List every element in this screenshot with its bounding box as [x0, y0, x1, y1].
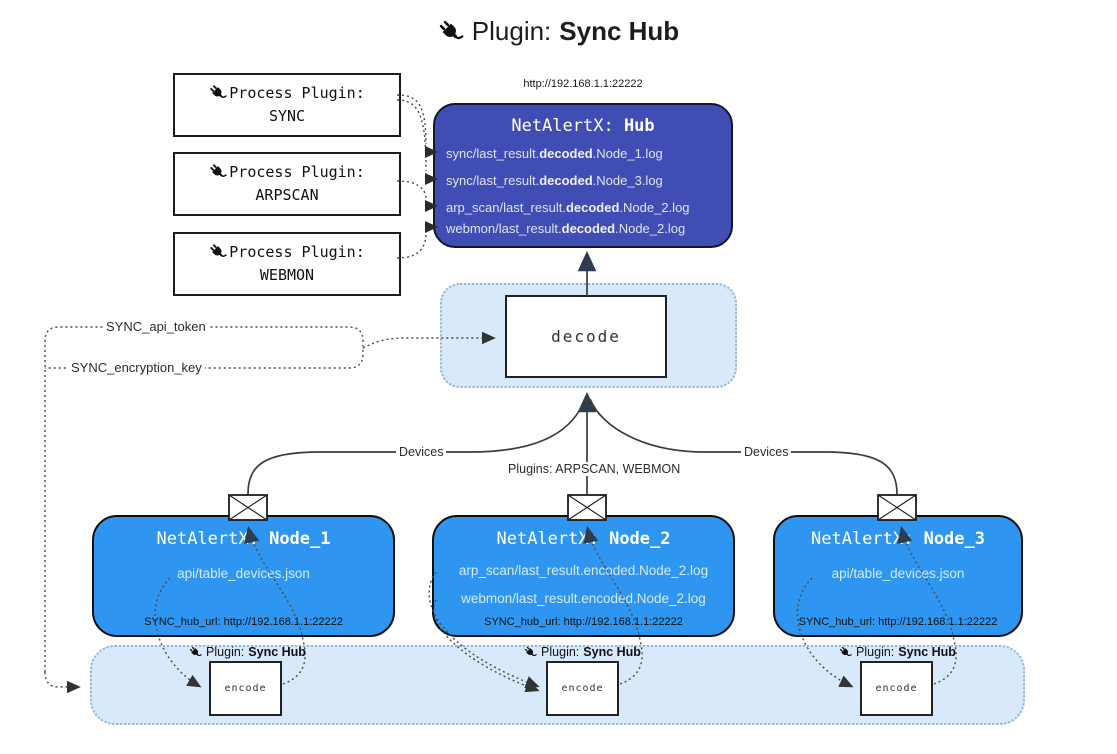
decode-label: decode — [551, 327, 621, 346]
node-title: NetAlertX: Node_1 — [156, 529, 331, 549]
process-plugin-sync: Process Plugin: SYNC — [173, 73, 401, 137]
hub-log-line: sync/last_result.decoded.Node_1.log — [446, 146, 663, 161]
node-title: NetAlertX: Node_3 — [810, 529, 985, 549]
sync-api-token-label: SYNC_api_token — [103, 319, 209, 334]
node-hub-url: SYNC_hub_url: http://192.168.1.1:22222 — [798, 616, 998, 628]
decode-box: decode — [505, 295, 667, 378]
devices-label-right: Devices — [741, 445, 792, 459]
hub-log-line: arp_scan/last_result.decoded.Node_2.log — [446, 200, 690, 215]
node-hub-url: SYNC_hub_url: http://192.168.1.1:22222 — [484, 616, 683, 628]
plugins-mid-label: Plugins: ARPSCAN, WEBMON — [505, 462, 684, 476]
page-title-prefix: Plugin: — [471, 16, 552, 46]
node-file: webmon/last_result.encoded.Node_2.log — [461, 591, 706, 606]
edge-settings-to-encode-panel — [44, 671, 81, 694]
sync-encryption-key-label: SYNC_encryption_key — [68, 360, 205, 375]
devices-label-left: Devices — [396, 445, 447, 459]
process-plugin-label: Process Plugin: — [229, 242, 365, 261]
process-plugin-name: SYNC — [268, 107, 306, 125]
edge-sync-to-hub-1 — [396, 94, 427, 145]
node-file: arp_scan/last_result.encoded.Node_2.log — [458, 563, 709, 578]
plug-icon — [438, 19, 464, 45]
process-plugin-arpscan: Process Plugin: ARPSCAN — [173, 152, 401, 216]
process-plugin-label: Process Plugin: — [229, 83, 365, 102]
process-plugin-label: Process Plugin: — [229, 162, 365, 181]
edge-webmon-to-hub — [396, 234, 427, 259]
encode-label: encode — [561, 683, 604, 694]
plug-icon — [189, 646, 202, 659]
sync-hub-badge: Plugin: Sync Hub — [185, 645, 310, 659]
node-file: api/table_devices.json — [831, 566, 965, 581]
process-plugin-webmon: Process Plugin: WEBMON — [173, 232, 401, 296]
sync-hub-badge: Plugin: Sync Hub — [835, 645, 960, 659]
encode-box-3: encode — [860, 661, 933, 716]
hub-url: http://192.168.1.1:22222 — [523, 78, 643, 90]
plug-icon — [839, 646, 852, 659]
plug-icon — [209, 84, 227, 102]
hub-title-prefix: NetAlertX: — [511, 116, 624, 136]
plug-icon — [209, 243, 227, 261]
encode-box-1: encode — [209, 661, 282, 716]
hub-log-line: webmon/last_result.decoded.Node_2.log — [446, 221, 686, 236]
node-1-box: NetAlertX: Node_1 api/table_devices.json… — [92, 515, 395, 637]
sync-hub-badge: Plugin: Sync Hub — [520, 645, 645, 659]
node-3-box: NetAlertX: Node_3 api/table_devices.json… — [773, 515, 1023, 637]
encode-label: encode — [224, 683, 267, 694]
encode-label: encode — [875, 683, 918, 694]
page-title-name: Sync Hub — [559, 16, 680, 46]
node-hub-url: SYNC_hub_url: http://192.168.1.1:22222 — [144, 616, 343, 628]
hub-log-line: sync/last_result.decoded.Node_3.log — [446, 173, 663, 188]
node-title: NetAlertX: Node_2 — [496, 529, 671, 549]
hub-title: NetAlertX: Hub — [435, 116, 731, 136]
process-plugin-name: WEBMON — [259, 266, 315, 284]
process-plugin-name: ARPSCAN — [255, 186, 319, 204]
plug-icon — [209, 163, 227, 181]
plug-icon — [524, 646, 537, 659]
node-file: api/table_devices.json — [177, 566, 310, 581]
encode-box-2: encode — [546, 661, 619, 716]
edge-sync-to-hub-2 — [396, 99, 427, 172]
hub-title-name: Hub — [623, 116, 655, 136]
hub-box: NetAlertX: Hub sync/last_result.decoded.… — [433, 103, 733, 248]
page-title: Plugin: Sync Hub — [0, 16, 1117, 47]
edge-arpscan-to-hub — [396, 180, 427, 199]
node-2-box: NetAlertX: Node_2 arp_scan/last_result.e… — [432, 515, 735, 637]
